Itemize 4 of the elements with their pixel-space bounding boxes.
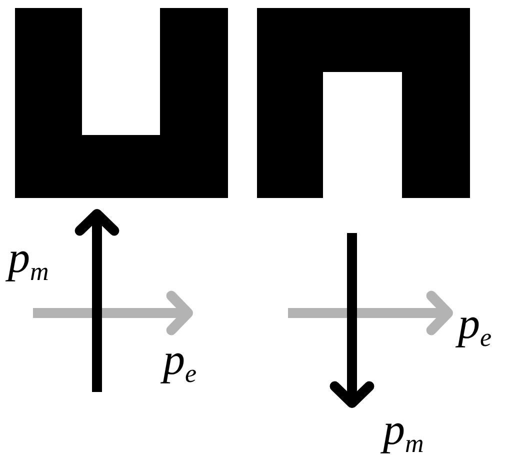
vector-label: p$_{m}$: [383, 408, 424, 455]
vector-label: p$_{e}$: [163, 338, 197, 387]
vector-label: p$_{m}$: [8, 236, 49, 285]
vector-label: p$_{e}$: [458, 302, 492, 351]
